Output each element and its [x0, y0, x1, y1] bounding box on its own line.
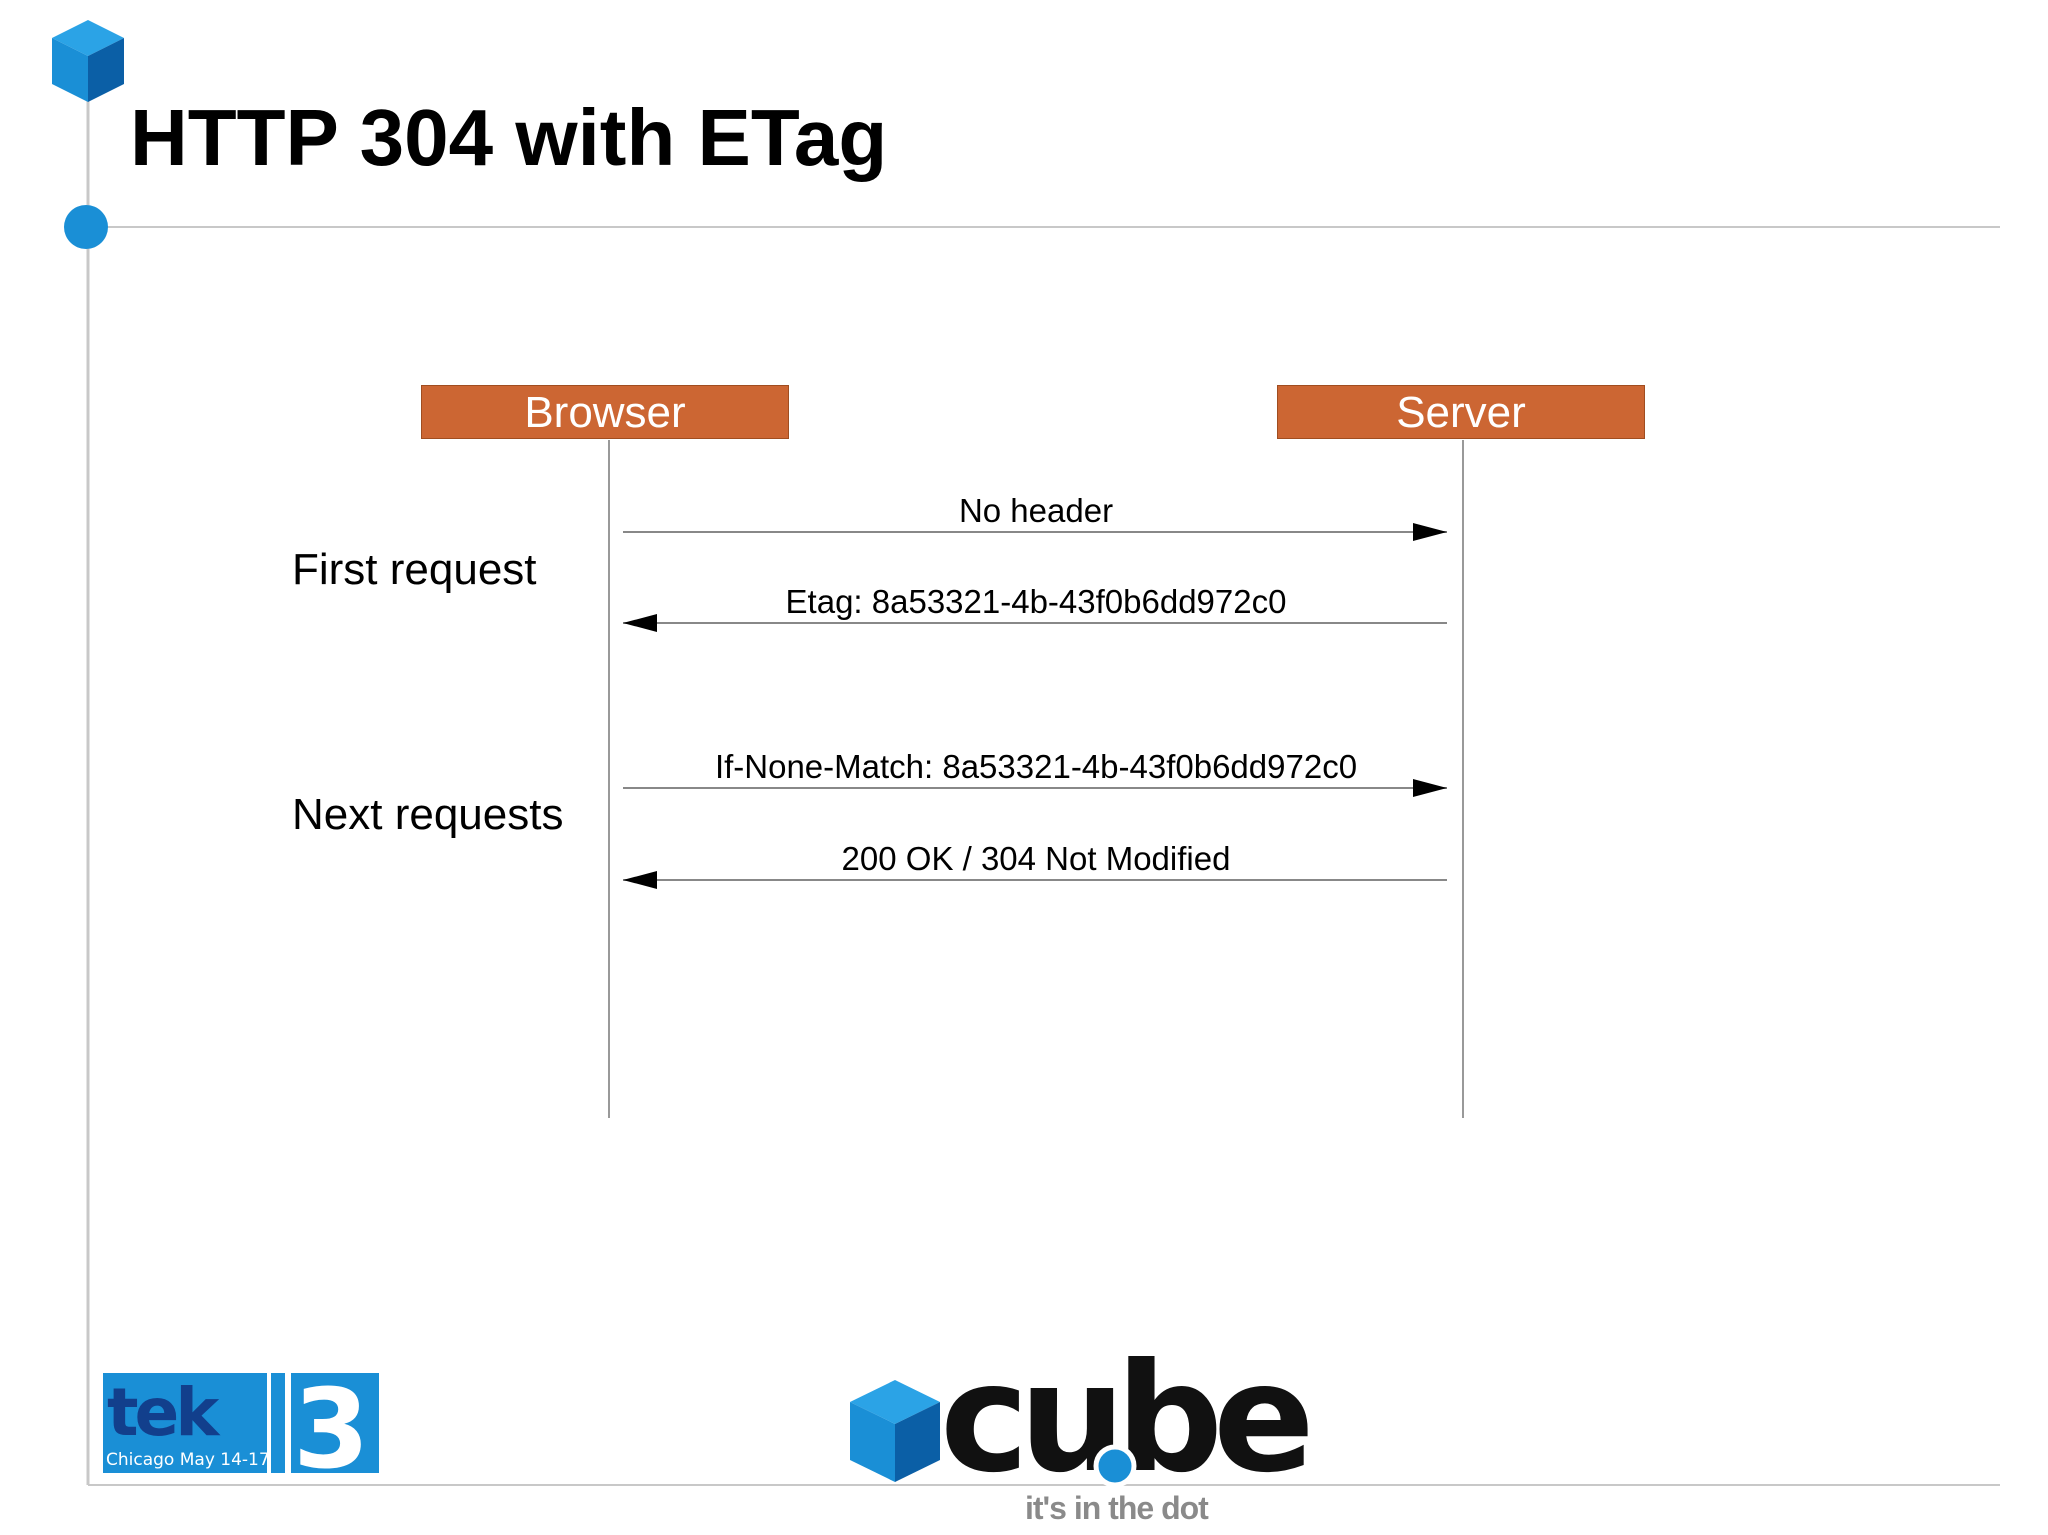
- lane-browser: Browser: [421, 385, 789, 439]
- message-label-2: Etag: 8a53321-4b-43f0b6dd972c0: [785, 583, 1287, 620]
- svg-text:tek: tek: [107, 1374, 221, 1451]
- svg-text:3: 3: [293, 1373, 370, 1473]
- phase-first-request: First request: [292, 545, 537, 594]
- svg-text:Chicago May 14-17: Chicago May 14-17: [106, 1450, 270, 1470]
- lane-server: Server: [1277, 385, 1645, 439]
- slide-title: HTTP 304 with ETag: [130, 93, 888, 182]
- phase-next-requests: Next requests: [292, 790, 564, 839]
- tek13-logo: tek Chicago May 14-17 3: [103, 1373, 379, 1473]
- brand-tagline: it's in the dot: [1025, 1490, 1209, 1526]
- message-label-4: 200 OK / 304 Not Modified: [841, 840, 1231, 877]
- cube-brand-logo: cube: [850, 1348, 1308, 1488]
- cube-icon: [52, 20, 124, 102]
- message-label-3: If-None-Match: 8a53321-4b-43f0b6dd972c0: [714, 748, 1358, 785]
- message-label-1: No header: [958, 492, 1114, 529]
- rail-dot-icon: [64, 205, 108, 249]
